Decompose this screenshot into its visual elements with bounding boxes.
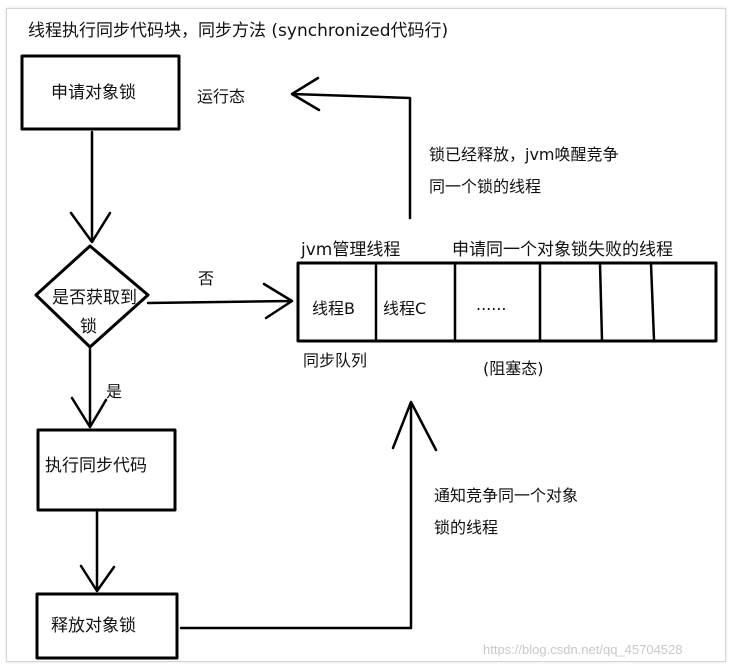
notify-note-line1: 通知竞争同一个对象	[434, 486, 579, 505]
arrow-queue-to-running	[290, 76, 412, 220]
arrow-decision-to-queue	[146, 282, 294, 320]
arrow-request-to-decision	[69, 130, 112, 244]
queue-cell-thread-b: 线程B	[312, 299, 355, 318]
released-note-line1: 锁已经释放，jvm唤醒竞争	[429, 145, 619, 164]
jvm-manage-label: jvm管理线程	[301, 240, 401, 260]
sync-queue-label: 同步队列	[303, 351, 368, 370]
decision-label-line2: 锁	[80, 317, 97, 337]
no-label: 否	[198, 269, 215, 288]
queue-divider	[598, 262, 604, 342]
arrow-release-to-queue	[179, 400, 438, 630]
exec-sync-label: 执行同步代码	[45, 456, 147, 476]
released-note-line2: 同一个锁的线程	[429, 177, 542, 196]
release-lock-box	[35, 592, 179, 660]
blocked-state-label: (阻塞态)	[483, 359, 544, 378]
release-lock-label: 释放对象锁	[51, 616, 136, 636]
queue-cell-thread-c: 线程C	[383, 299, 427, 318]
arrow-decision-to-exec	[70, 347, 108, 429]
queue-cell-ellipsis: ......	[476, 295, 507, 314]
watermark: https://blog.csdn.net/qq_45704528	[483, 642, 683, 657]
queue-divider	[649, 262, 656, 342]
request-lock-label: 申请对象锁	[51, 83, 136, 103]
arrow-exec-to-release	[79, 510, 116, 593]
decision-diamond	[34, 244, 150, 349]
queue-box	[296, 261, 718, 343]
exec-sync-box	[36, 428, 177, 512]
running-state-label: 运行态	[197, 87, 246, 106]
notify-note-line2: 锁的线程	[434, 518, 499, 537]
image-frame	[6, 8, 726, 662]
decision-label: 是否获取到	[52, 288, 137, 308]
request-lock-box	[20, 54, 181, 131]
failed-threads-label: 申请同一个对象锁失败的线程	[452, 240, 673, 260]
yes-label: 是	[106, 382, 123, 401]
diagram-title: 线程执行同步代码块，同步方法 (synchronized代码行)	[28, 21, 449, 41]
